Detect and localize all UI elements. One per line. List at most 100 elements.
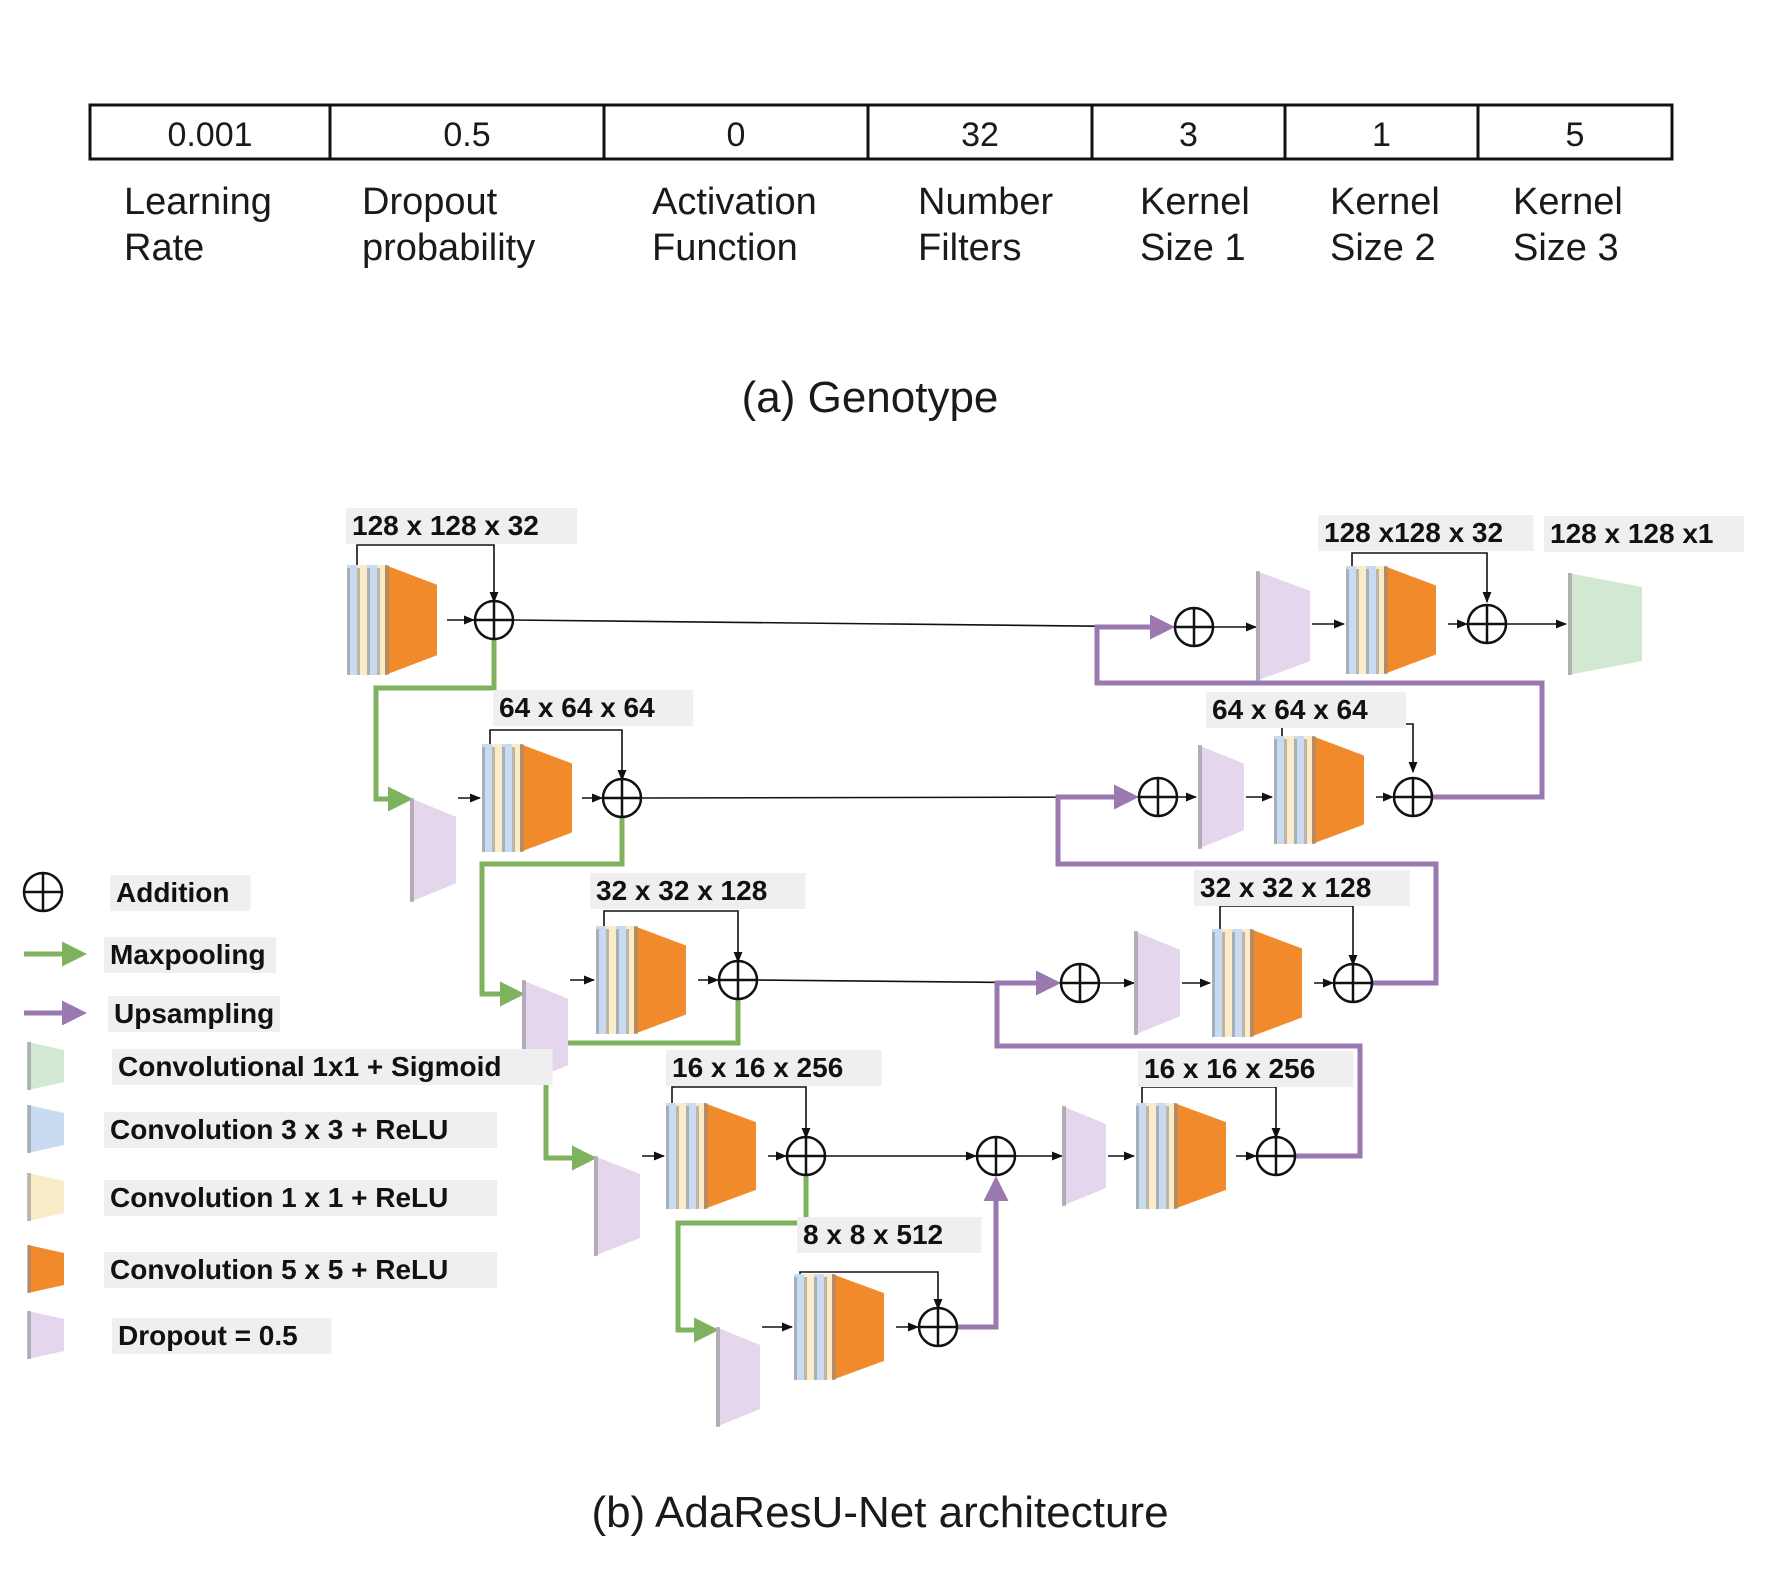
genotype-table: 0.001LearningRate0.5Dropoutprobability0A… — [88, 103, 1674, 269]
encoder-dim-label: 64 x 64 x 64 — [499, 692, 655, 723]
encoder-dim-label: 16 x 16 x 256 — [672, 1052, 843, 1083]
conv3x3-block — [1366, 566, 1376, 674]
residual-skip-line — [489, 729, 627, 782]
legend-label-bg — [108, 996, 280, 1032]
dropout-block — [594, 1156, 640, 1256]
conv1x1-block — [512, 744, 522, 852]
conv5x5-block — [1174, 1103, 1226, 1209]
dropout-block — [410, 798, 456, 902]
genotype-label: Size 1 — [1140, 227, 1246, 269]
addition-node — [975, 1135, 1017, 1177]
dropout-block — [1256, 571, 1310, 681]
decoder-dim-label: 128 x128 x 32 — [1324, 517, 1503, 548]
conv3x3-block — [686, 1103, 696, 1209]
maxpooling-arrow — [675, 1175, 809, 1343]
genotype-label: Kernel — [1140, 181, 1250, 223]
conv5x5-block — [832, 1274, 884, 1380]
legend-label: Dropout = 0.5 — [118, 1320, 298, 1351]
conv1x1-block — [1146, 1103, 1156, 1209]
dim-label-bg — [797, 1217, 982, 1253]
genotype-label: Activation — [652, 181, 817, 223]
conv3x3-block — [482, 744, 492, 852]
upsampling-arrow — [1055, 784, 1439, 986]
legend-label-bg — [110, 875, 251, 911]
addition-node — [1173, 606, 1215, 648]
addition-node — [1059, 962, 1101, 1004]
conv1x1-block — [377, 565, 387, 675]
legend-label-bg — [104, 1112, 498, 1148]
conv3x3-block — [1136, 1103, 1146, 1209]
conv1x1-block — [1304, 736, 1314, 844]
addition-node — [1137, 776, 1179, 818]
conv1x1-block — [1242, 929, 1252, 1037]
maxpooling-arrow — [479, 817, 625, 1007]
addition-node — [1392, 776, 1434, 818]
conv3x3-block — [347, 565, 357, 675]
genotype-value: 3 — [1179, 116, 1198, 154]
genotype-value: 0.5 — [443, 116, 490, 154]
upsampling-arrow — [957, 1176, 1009, 1330]
upsampling-arrow — [1094, 614, 1545, 800]
encoder-dim-label: 128 x 128 x 32 — [352, 510, 539, 541]
conv3x3-block — [502, 744, 512, 852]
conv1x1-block — [1284, 736, 1294, 844]
genotype-label: Kernel — [1330, 181, 1440, 223]
dim-label-bg — [1318, 515, 1534, 551]
dim-label-bg — [1544, 516, 1744, 552]
network-blocks — [347, 565, 1642, 1427]
conv1x1-block — [824, 1274, 834, 1380]
conv3x3-block — [1212, 929, 1222, 1037]
legend-label-bg — [112, 1318, 332, 1354]
encoder-dim-label: 32 x 32 x 128 — [596, 875, 767, 906]
genotype-label: Function — [652, 227, 798, 269]
genotype-label: probability — [362, 227, 535, 269]
genotype-caption: (a) Genotype — [742, 373, 999, 422]
conv5x5-block — [520, 744, 572, 852]
genotype-label: Size 2 — [1330, 227, 1436, 269]
conv1x1-block — [492, 744, 502, 852]
decoder-dim-label: 16 x 16 x 256 — [1144, 1053, 1315, 1084]
genotype-label: Dropout — [362, 181, 498, 223]
conv3x3-block — [1346, 566, 1356, 674]
genotype-value: 1 — [1372, 116, 1391, 154]
genotype-value: 0.001 — [167, 116, 252, 154]
legend-label: Upsampling — [114, 998, 274, 1029]
addition-node — [717, 959, 759, 1001]
dropout-block — [1134, 931, 1180, 1035]
conv3x3-block — [1156, 1103, 1166, 1209]
connections — [356, 544, 1568, 1343]
addition-node — [785, 1135, 827, 1177]
residual-skip-line — [671, 1086, 811, 1140]
conv1x1-block — [1356, 566, 1366, 674]
conv3x3-block — [367, 565, 377, 675]
skip-connection-arrow — [512, 619, 1176, 632]
conv1x1-block — [1166, 1103, 1176, 1209]
genotype-value: 5 — [1566, 116, 1585, 154]
legend-label: Convolution 5 x 5 + ReLU — [110, 1254, 448, 1285]
legend-label: Addition — [116, 877, 230, 908]
conv3x3-block — [1232, 929, 1242, 1037]
conv1x1-block — [1222, 929, 1232, 1037]
conv3x3-block — [794, 1274, 804, 1380]
residual-skip-line — [356, 544, 499, 604]
dim-label-bg — [493, 690, 693, 726]
maxpooling-arrow — [373, 639, 497, 812]
conv3x3-block — [666, 1103, 676, 1209]
conv5x5-block — [1384, 566, 1436, 674]
conv1x1-block — [357, 565, 367, 675]
addition-node — [917, 1306, 959, 1348]
dim-label-bg — [346, 508, 577, 544]
green-block-icon — [27, 1042, 64, 1090]
conv5x5-block — [704, 1103, 756, 1209]
genotype-label: Filters — [918, 227, 1021, 269]
conv3x3-block — [814, 1274, 824, 1380]
genotype-value: 32 — [961, 116, 999, 154]
decoder-dim-label: 64 x 64 x 64 — [1212, 694, 1368, 725]
encoder-dim-label: 8 x 8 x 512 — [803, 1219, 943, 1250]
conv3x3-block — [596, 926, 606, 1034]
conv5x5-block — [634, 926, 686, 1034]
legend-label: Convolutional 1x1 + Sigmoid — [118, 1051, 502, 1082]
dropout-block — [1198, 745, 1244, 849]
genotype-table-border — [88, 103, 1674, 161]
